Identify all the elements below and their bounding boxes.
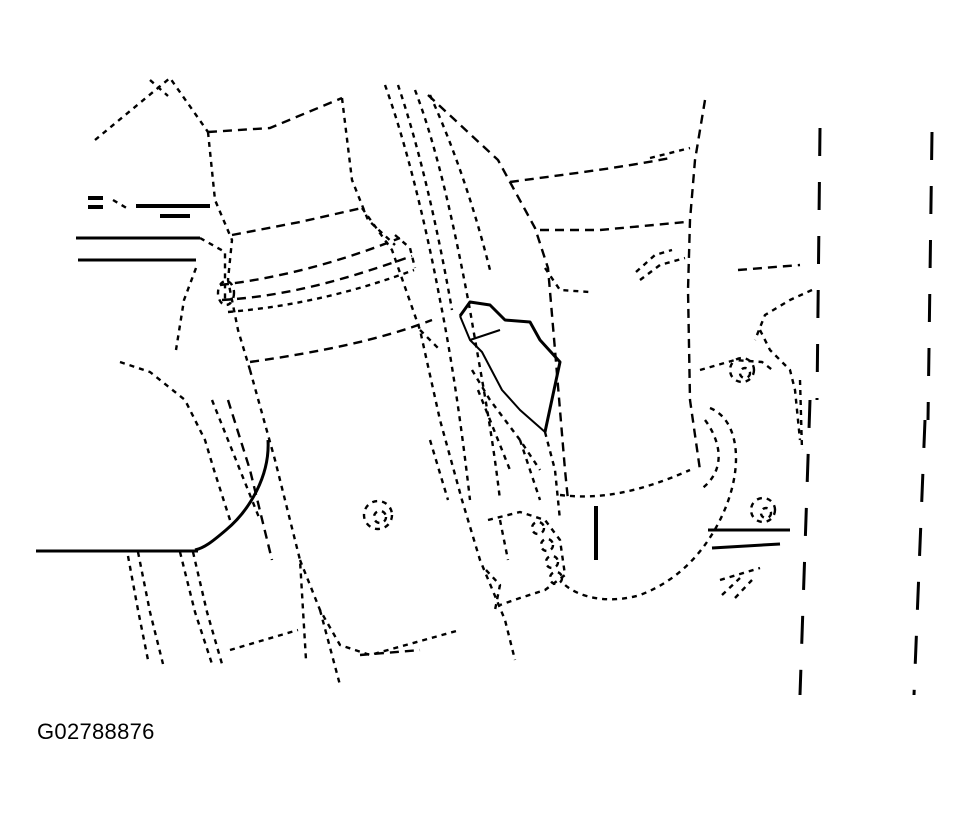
- left-rails: [76, 196, 210, 262]
- right-vertical-edges: [798, 127, 934, 696]
- central-panel: [298, 207, 517, 686]
- connector-assembly: [485, 510, 567, 611]
- figure-code-label: G02788876: [37, 719, 155, 744]
- curved-strips: [383, 84, 570, 501]
- sensor-block: [458, 300, 562, 521]
- detail-strokes: [149, 79, 542, 501]
- mounting-bracket: [559, 288, 813, 601]
- right-bracket: [509, 99, 801, 471]
- lower-left-legs: [126, 551, 299, 665]
- upper-left-frame: [94, 76, 396, 371]
- cylinder-body: [36, 267, 308, 661]
- clamp-band: [199, 234, 433, 364]
